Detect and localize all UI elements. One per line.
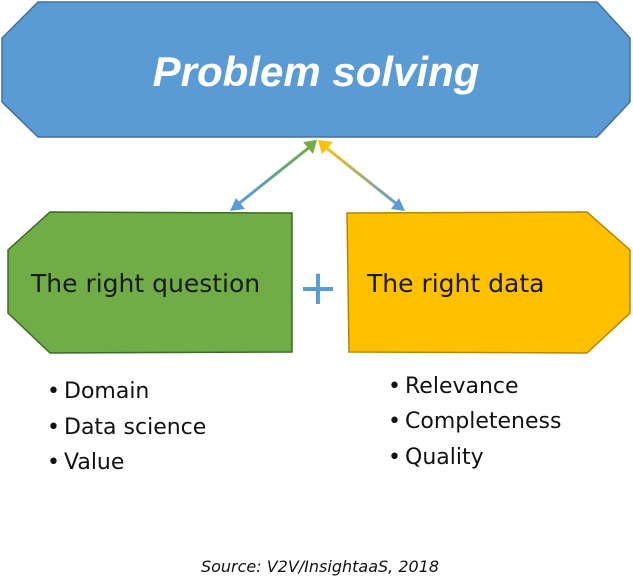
right-connector-arrow	[318, 140, 405, 211]
left-bullet-list: • Domain • Data science • Value	[47, 379, 206, 475]
list-item: • Domain	[47, 379, 149, 404]
left-box-shape	[7, 211, 293, 354]
list-item: • Value	[47, 450, 124, 475]
right-item-relevance: Relevance	[405, 374, 519, 399]
left-box-label: The right question	[30, 269, 260, 298]
bullet-icon: •	[47, 450, 60, 475]
right-arrow-head-top	[318, 140, 333, 154]
bullet-icon: •	[388, 409, 401, 434]
left-item-domain: Domain	[64, 379, 149, 404]
list-item: • Relevance	[388, 374, 519, 399]
list-item: • Quality	[388, 445, 484, 470]
right-item-quality: Quality	[405, 445, 484, 470]
left-item-data-science: Data science	[64, 415, 206, 440]
title-shape: Problem solving	[1, 1, 631, 138]
bullet-icon: •	[388, 374, 401, 399]
right-item-completeness: Completeness	[405, 409, 561, 434]
left-box: The right question	[7, 211, 293, 354]
list-item: • Data science	[47, 415, 206, 440]
bullet-icon: •	[47, 415, 60, 440]
left-connector-arrow	[230, 140, 317, 211]
right-box-shape	[346, 211, 631, 354]
right-arrow-head-bottom	[391, 198, 405, 211]
source-caption: Source: V2V/InsightaaS, 2018	[201, 557, 439, 576]
right-box-label: The right data	[366, 269, 544, 298]
right-box: The right data	[346, 211, 631, 354]
bullet-icon: •	[47, 379, 60, 404]
list-item: • Completeness	[388, 409, 561, 434]
left-item-value: Value	[64, 450, 124, 475]
plus-operator: +	[298, 260, 338, 316]
left-arrow-head-top	[303, 140, 317, 154]
left-arrow-head-bottom	[230, 198, 245, 211]
bullet-icon: •	[388, 445, 401, 470]
right-bullet-list: • Relevance • Completeness • Quality	[388, 374, 561, 470]
title-octagon	[1, 1, 631, 138]
title-text: Problem solving	[153, 48, 480, 95]
